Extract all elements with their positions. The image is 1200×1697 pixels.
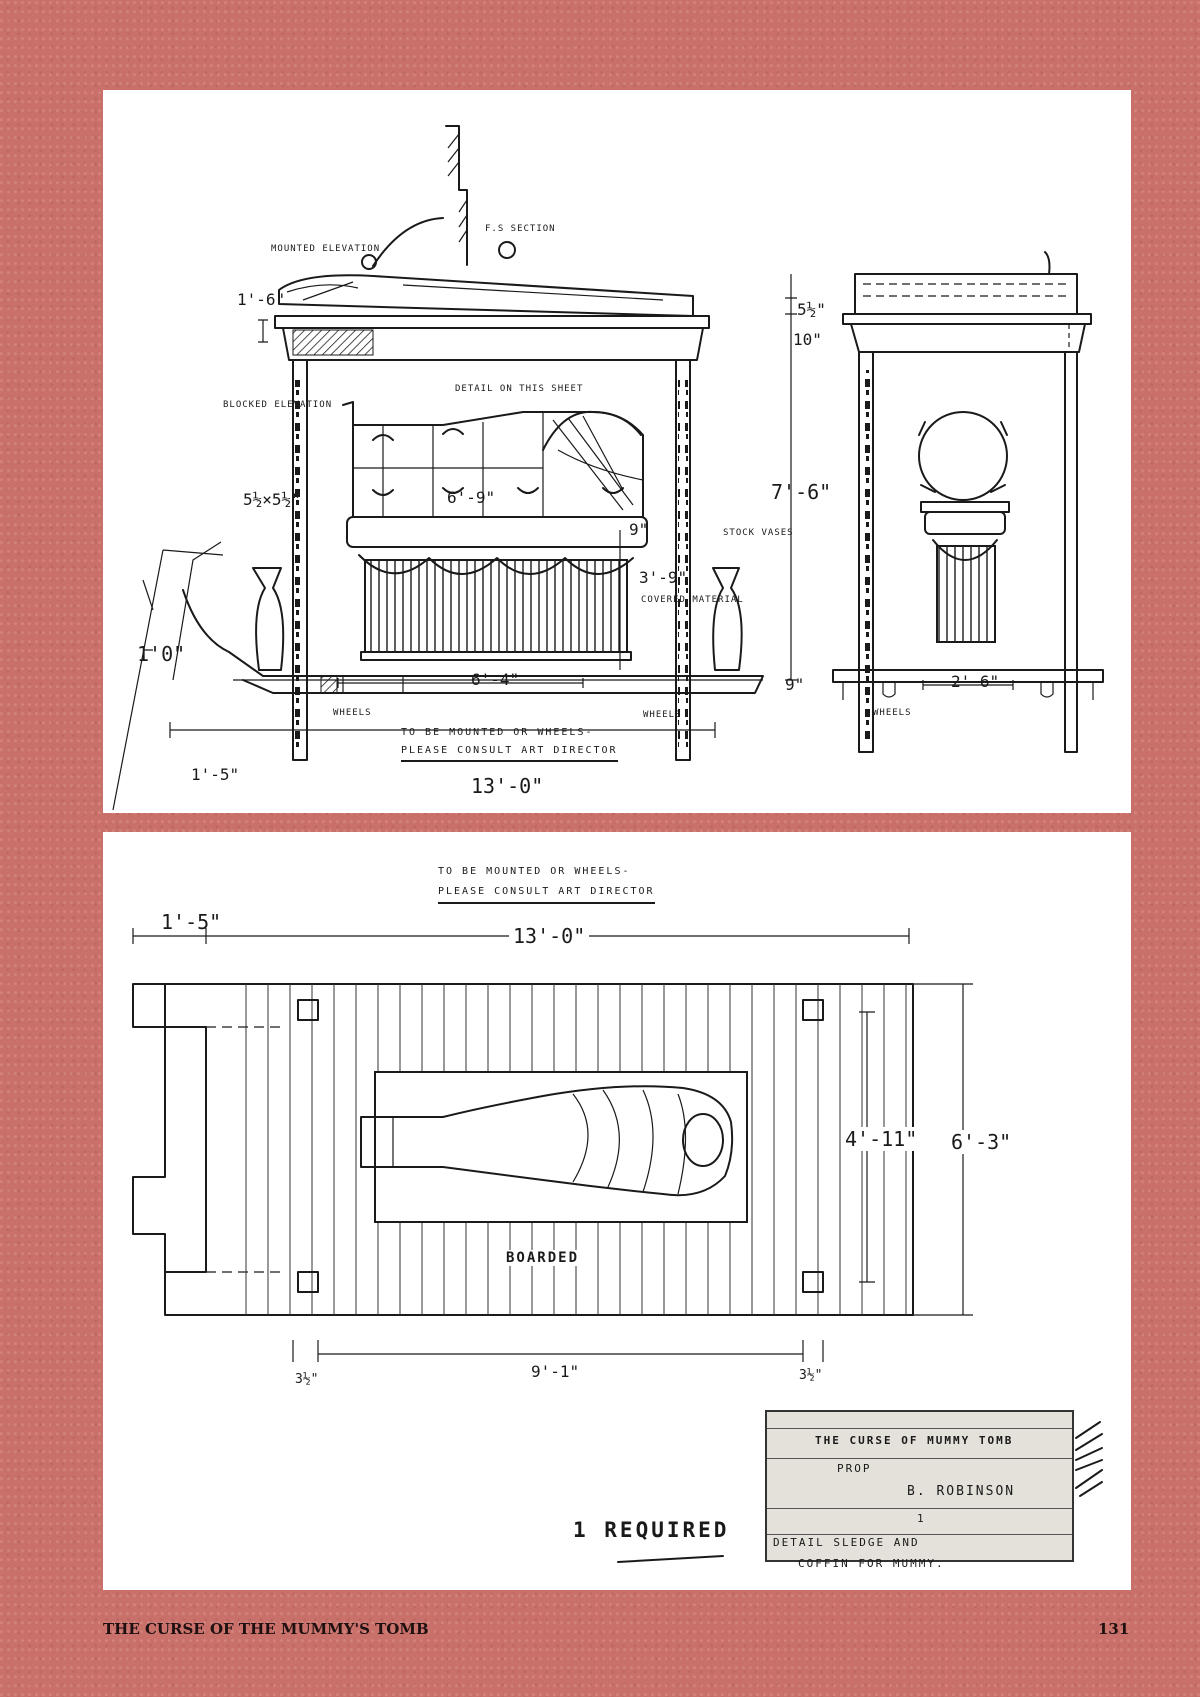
dim-overall-length: 13'-0" (471, 774, 544, 798)
dim-base-9: 9" (785, 675, 805, 694)
label-blocked-elevation: BLOCKED ELEVATION (223, 400, 333, 410)
dim-side-5-5: 5½" (797, 300, 826, 319)
plan-dim-left-post: 3½" (295, 1372, 319, 1387)
dim-total-height: 7'-6" (771, 480, 832, 504)
section-marker-left (361, 254, 377, 270)
plan-mount-note-line1: TO BE MOUNTED OR WHEELS- (438, 866, 631, 877)
label-mounted-elevation: MOUNTED ELEVATION (271, 244, 381, 254)
dim-coffin-width: 6'-9" (447, 488, 496, 507)
canopy-frieze (282, 327, 704, 361)
title-block-desc-line1: DETAIL SLEDGE AND (773, 1536, 920, 1549)
title-block-film: THE CURSE OF MUMMY TOMB (815, 1434, 1014, 1447)
plan-drawing (132, 928, 973, 1563)
label-covered-material: COVERED MATERIAL (641, 595, 744, 605)
plan-dim-overall-width: 6'-3" (951, 1130, 1012, 1154)
title-block-artist: B. ROBINSON (907, 1484, 1016, 1499)
side-base (832, 669, 1104, 683)
plan-dim-overall-length: 13'-0" (509, 924, 590, 948)
footer-book-title: THE CURSE OF THE MUMMY'S TOMB (103, 1620, 429, 1638)
title-block-desc-line2: COFFIN FOR MUMMY. (798, 1557, 945, 1570)
section-arrow (372, 217, 444, 267)
label-boarded: BOARDED (503, 1250, 583, 1266)
vase-left (252, 567, 285, 671)
footer-page-number: 131 (1098, 1620, 1130, 1638)
mount-note-line1: TO BE MOUNTED OR WHEELS- (401, 727, 594, 738)
label-wheels-right: WHEELS (873, 708, 912, 718)
front-post-left (292, 359, 308, 761)
side-bier-pleats (936, 545, 996, 643)
post-top-left (297, 999, 319, 1021)
coffin-plan (360, 1085, 734, 1197)
side-canopy (854, 273, 1078, 315)
dim-post-width: 5½×5½" (243, 490, 301, 509)
bier-plan (374, 1071, 748, 1223)
side-post-left (858, 351, 874, 753)
dim-platform-length: 6'-4" (471, 670, 520, 689)
title-block-item: PROP (837, 1462, 872, 1475)
dim-overhang: 1'-5" (191, 765, 240, 784)
dim-bier-height: 3'-9" (639, 568, 688, 587)
title-block: THE CURSE OF MUMMY TOMB PROP B. ROBINSON… (765, 1410, 1074, 1562)
title-block-mark: 1 (917, 1512, 926, 1525)
post-bottom-left (297, 1271, 319, 1293)
plan-mount-note-line2: PLEASE CONSULT ART DIRECTOR (438, 886, 655, 904)
plan-dim-overhang: 1'-5" (161, 910, 222, 934)
label-required: 1 REQUIRED (573, 1518, 730, 1542)
label-wheels-left: WHEELS (333, 708, 372, 718)
elevation-drawing (112, 125, 1104, 811)
plan-drawing-panel: TO BE MOUNTED OR WHEELS- PLEASE CONSULT … (103, 832, 1131, 1590)
mummy-mask (552, 415, 644, 511)
check-marks (1075, 1421, 1103, 1497)
vase-right (712, 567, 743, 671)
bier-top (346, 516, 648, 548)
plan-dim-inner-length: 9'-1" (531, 1362, 580, 1381)
side-post-right (1064, 351, 1078, 753)
dim-side-10: 10" (793, 330, 822, 349)
canopy-roof (278, 274, 694, 317)
section-marker-right (498, 241, 516, 259)
elevation-drawing-panel: MOUNTED ELEVATION F.S SECTION DETAIL ON … (103, 90, 1131, 813)
post-top-right (802, 999, 824, 1021)
dim-canopy-height: 1'-6" (237, 290, 286, 309)
front-post-right (675, 359, 691, 761)
dim-bier-top: 9" (629, 520, 649, 539)
plan-dim-right-post: 3½" (799, 1368, 823, 1383)
dim-side-width: 2'-6" (951, 672, 1000, 691)
plan-dim-inner-width: 4'-11" (845, 1127, 918, 1151)
label-wheels-mid: WHEELS (643, 710, 682, 720)
mummy-face (682, 1113, 724, 1167)
mount-note-line2: PLEASE CONSULT ART DIRECTOR (401, 745, 618, 762)
label-stock-vases: STOCK VASES (723, 528, 794, 538)
bier-pleats (364, 559, 628, 653)
canopy-cornice (274, 315, 710, 329)
dim-prow-height: 1'0" (137, 642, 186, 666)
label-fs-section: F.S SECTION (485, 224, 556, 234)
label-detail-on-sheet: DETAIL ON THIS SHEET (455, 384, 584, 394)
side-cornice (842, 313, 1092, 325)
post-bottom-right (802, 1271, 824, 1293)
coffin-end (918, 411, 1008, 501)
